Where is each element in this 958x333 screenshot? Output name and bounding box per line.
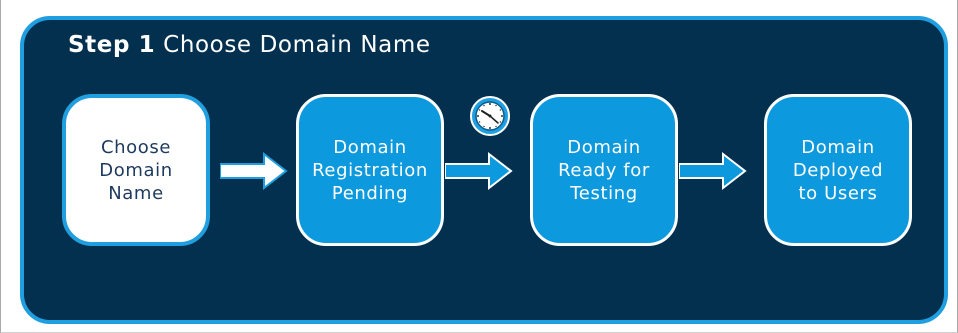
step-name: Choose Domain Name (163, 32, 431, 58)
step-number: Step 1 (68, 32, 156, 58)
flow-step-label: Domain Deployed to Users (792, 136, 884, 204)
flow-step-label: Domain Ready for Testing (558, 136, 650, 204)
step-title: Step 1 Choose Domain Name (68, 32, 431, 58)
right-arrow-icon (679, 151, 747, 191)
flow-step-domain-ready-for-testing: Domain Ready for Testing (530, 94, 678, 246)
flow-step-choose-domain-name: Choose Domain Name (62, 94, 210, 246)
flow-step-domain-deployed-to-users: Domain Deployed to Users (764, 94, 912, 246)
flow-step-label: Domain Registration Pending (312, 136, 428, 204)
right-arrow-icon (220, 151, 288, 191)
clock-icon (470, 96, 510, 136)
flow-step-domain-registration-pending: Domain Registration Pending (296, 94, 444, 246)
right-arrow-icon (445, 151, 513, 191)
flow-step-label: Choose Domain Name (99, 136, 173, 204)
